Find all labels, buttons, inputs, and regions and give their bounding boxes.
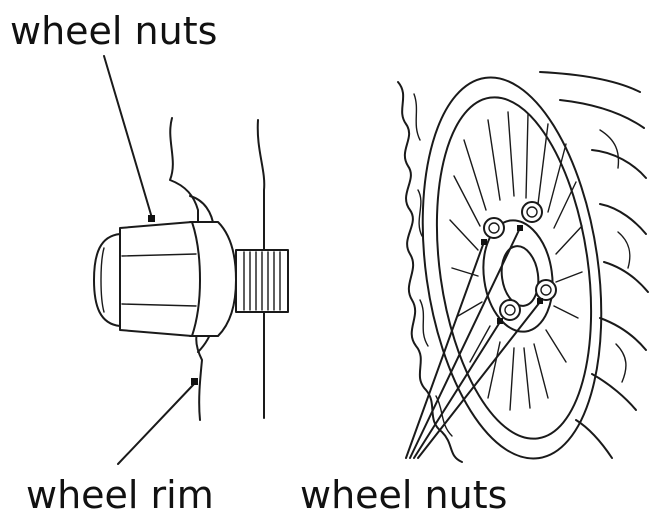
label-wheel-rim: wheel rim <box>26 473 214 517</box>
leader-rim-dot <box>191 378 198 385</box>
label-wheel-nuts-top: wheel nuts <box>10 9 218 53</box>
leader-lug-nuts <box>405 225 543 459</box>
wheel-hub <box>482 219 554 333</box>
leader-top-nut-dot <box>148 215 155 222</box>
leader-top-nut <box>103 55 153 219</box>
rim-outline-right <box>256 119 266 419</box>
lug-nut-1 <box>483 217 505 239</box>
nut-seat <box>189 221 237 337</box>
nut-cap <box>93 233 121 327</box>
lug-nut-3 <box>535 279 557 301</box>
nut-hex-body <box>119 221 201 337</box>
leader-rim <box>117 383 195 465</box>
tire-tread-right <box>539 71 649 459</box>
tire-tread-left <box>397 81 463 463</box>
stud-threads <box>243 251 281 311</box>
rim-outer <box>421 76 603 460</box>
nut-cross-section <box>93 55 289 465</box>
wheel-view <box>397 71 649 463</box>
lug-nut-2 <box>521 201 543 223</box>
rim-inner <box>435 96 593 440</box>
lug-nut-4 <box>499 299 521 321</box>
rim-outline-left <box>169 117 203 421</box>
hub-center-cap <box>500 245 540 307</box>
label-wheel-nuts-bottom: wheel nuts <box>300 473 508 517</box>
rim-spokes <box>449 111 583 411</box>
